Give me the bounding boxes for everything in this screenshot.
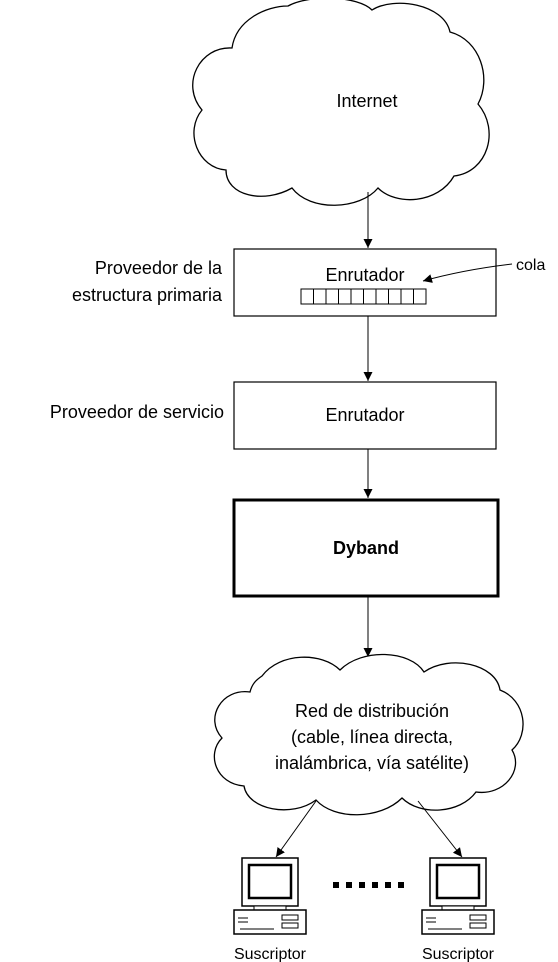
queue-cell bbox=[363, 288, 377, 305]
ellipsis-dot bbox=[372, 882, 378, 888]
arrow-to-subscriber-right bbox=[417, 800, 463, 858]
queue-cell bbox=[375, 288, 389, 305]
distribution-cloud-shape bbox=[213, 653, 524, 816]
service-provider-label: Proveedor de servicio bbox=[50, 402, 224, 422]
queue-cell bbox=[300, 288, 314, 305]
ellipsis-dot bbox=[398, 882, 404, 888]
backbone-provider-label-line1: Proveedor de la bbox=[95, 258, 223, 278]
distribution-label-line2: (cable, línea directa, bbox=[291, 727, 453, 747]
queue-cell bbox=[388, 288, 402, 305]
service-router: Enrutador bbox=[233, 381, 497, 450]
ellipsis-dot bbox=[359, 882, 365, 888]
ellipsis-dot bbox=[346, 882, 352, 888]
subscriber-left: Suscriptor bbox=[233, 857, 307, 962]
internet-cloud: Internet bbox=[192, 0, 490, 206]
queue-label: cola bbox=[516, 257, 545, 274]
ellipsis-dot bbox=[385, 882, 391, 888]
subscriber-right-label: Suscriptor bbox=[422, 946, 495, 962]
internet-label: Internet bbox=[336, 91, 397, 111]
queue-cell bbox=[413, 288, 427, 305]
distribution-label-line1: Red de distribución bbox=[295, 701, 449, 721]
dyband-box-shape bbox=[232, 498, 500, 598]
arrow-to-subscriber-left bbox=[275, 800, 317, 858]
queue-cell bbox=[400, 288, 414, 305]
internet-cloud-shape bbox=[192, 0, 490, 206]
distribution-label-line3: inalámbrica, vía satélite) bbox=[275, 753, 469, 773]
backbone-router-box bbox=[233, 248, 497, 317]
queue-cell bbox=[313, 288, 327, 305]
subscriber-right: Suscriptor bbox=[421, 857, 495, 962]
backbone-provider-label-line2: estructura primaria bbox=[72, 285, 223, 305]
queue bbox=[300, 288, 427, 305]
backbone-router-label: Enrutador bbox=[325, 265, 404, 285]
queue-cell bbox=[350, 288, 364, 305]
distribution-cloud: Red de distribución (cable, línea direct… bbox=[213, 653, 524, 816]
subscriber-ellipsis bbox=[333, 882, 404, 888]
queue-callout-arrow bbox=[422, 263, 513, 283]
computer-icon bbox=[421, 857, 495, 935]
dyband-box: Dyband bbox=[232, 498, 500, 598]
subscriber-left-label: Suscriptor bbox=[234, 946, 307, 962]
service-router-label: Enrutador bbox=[325, 405, 404, 425]
ellipsis-dot bbox=[333, 882, 339, 888]
queue-cell bbox=[325, 288, 339, 305]
service-router-box bbox=[233, 381, 497, 450]
dyband-label: Dyband bbox=[333, 538, 399, 558]
queue-cell bbox=[338, 288, 352, 305]
computer-icon bbox=[233, 857, 307, 935]
backbone-router: Enrutador bbox=[233, 248, 497, 317]
